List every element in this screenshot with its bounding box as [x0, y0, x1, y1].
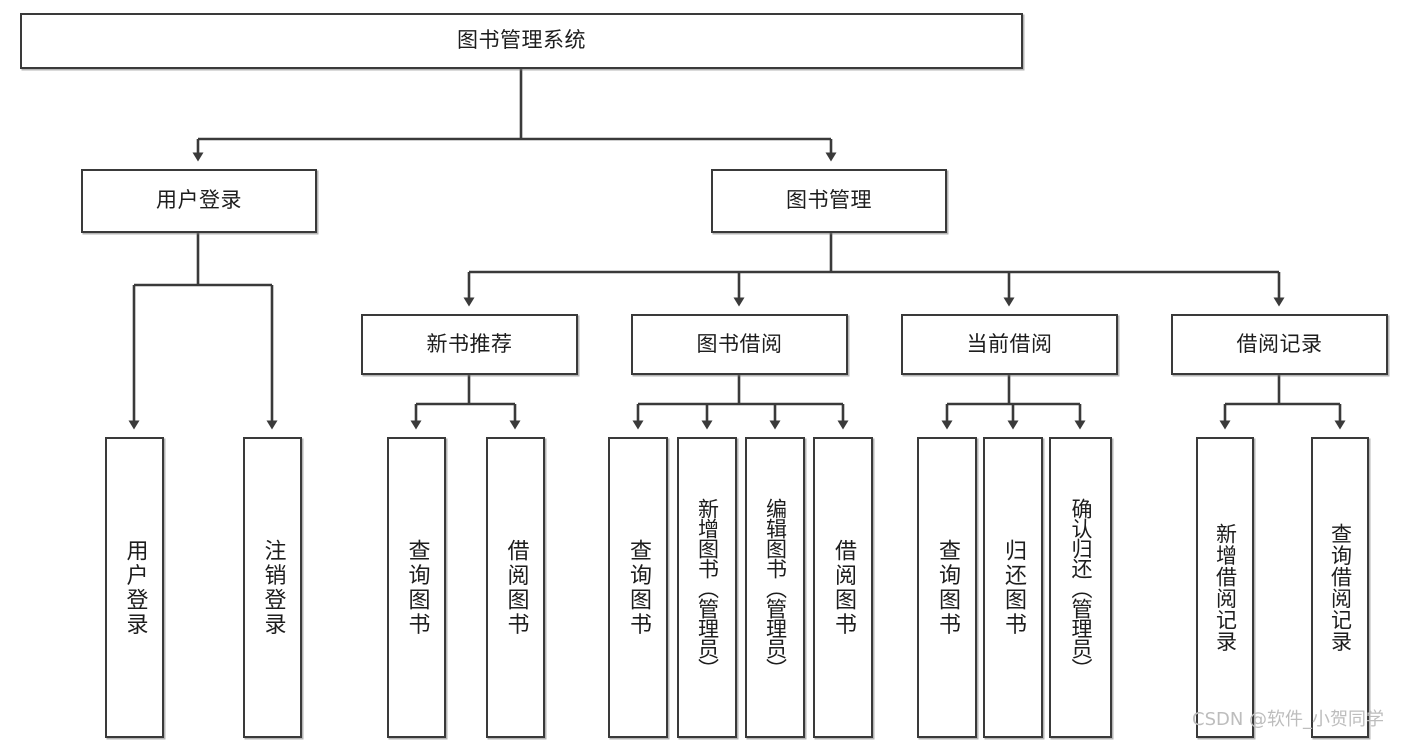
node-leaf-user-login[interactable]: 用户登录	[105, 437, 164, 738]
node-book-borrow-label: 图书借阅	[696, 331, 783, 356]
node-leaf-add-book[interactable]: 新增图书（管理员）	[677, 437, 737, 738]
node-leaf-add-record[interactable]: 新增借阅记录	[1196, 437, 1254, 738]
node-leaf-confirm-return[interactable]: 确认归还（管理员）	[1049, 437, 1112, 738]
node-leaf-confirm-return-label: 确认归还（管理员）	[1069, 497, 1093, 678]
node-leaf-query-record[interactable]: 查询借阅记录	[1311, 437, 1369, 738]
node-leaf-borrow-book-1[interactable]: 借阅图书	[486, 437, 545, 738]
node-leaf-return-book-label: 归还图书	[1001, 538, 1026, 637]
node-leaf-user-login-label: 用户登录	[122, 538, 148, 637]
node-current-borrow-label: 当前借阅	[966, 331, 1053, 356]
node-user-login-label: 用户登录	[156, 188, 242, 213]
node-leaf-user-logout-label: 注销登录	[260, 538, 286, 637]
node-borrow-record[interactable]: 借阅记录	[1171, 314, 1388, 375]
node-leaf-query-book-2-label: 查询图书	[626, 538, 651, 637]
node-leaf-borrow-book-2[interactable]: 借阅图书	[813, 437, 873, 738]
node-leaf-add-record-label: 新增借阅记录	[1213, 523, 1238, 652]
node-leaf-query-record-label: 查询借阅记录	[1328, 523, 1353, 652]
node-book-manage-label: 图书管理	[786, 188, 872, 213]
node-borrow-record-label: 借阅记录	[1236, 331, 1323, 356]
node-leaf-edit-book[interactable]: 编辑图书（管理员）	[745, 437, 805, 738]
node-leaf-query-book-2[interactable]: 查询图书	[608, 437, 668, 738]
node-leaf-query-book-3[interactable]: 查询图书	[917, 437, 977, 738]
node-leaf-return-book[interactable]: 归还图书	[983, 437, 1043, 738]
node-leaf-query-book-1-label: 查询图书	[404, 538, 430, 637]
node-leaf-add-book-label: 新增图书（管理员）	[695, 497, 720, 678]
node-root-label: 图书管理系统	[457, 28, 586, 53]
node-root[interactable]: 图书管理系统	[20, 13, 1023, 69]
node-current-borrow[interactable]: 当前借阅	[901, 314, 1118, 375]
csdn-watermark: CSDN @软件_小贺同学	[1192, 709, 1385, 730]
node-book-borrow[interactable]: 图书借阅	[631, 314, 848, 375]
node-leaf-user-logout[interactable]: 注销登录	[243, 437, 302, 738]
node-book-manage[interactable]: 图书管理	[711, 169, 947, 233]
node-leaf-query-book-3-label: 查询图书	[935, 538, 960, 637]
node-leaf-edit-book-label: 编辑图书（管理员）	[763, 497, 788, 678]
node-new-book-rec-label: 新书推荐	[426, 331, 513, 356]
node-leaf-borrow-book-2-label: 借阅图书	[831, 538, 856, 637]
node-new-book-rec[interactable]: 新书推荐	[361, 314, 578, 375]
node-user-login[interactable]: 用户登录	[81, 169, 317, 233]
node-leaf-borrow-book-1-label: 借阅图书	[503, 538, 529, 637]
node-leaf-query-book-1[interactable]: 查询图书	[387, 437, 446, 738]
